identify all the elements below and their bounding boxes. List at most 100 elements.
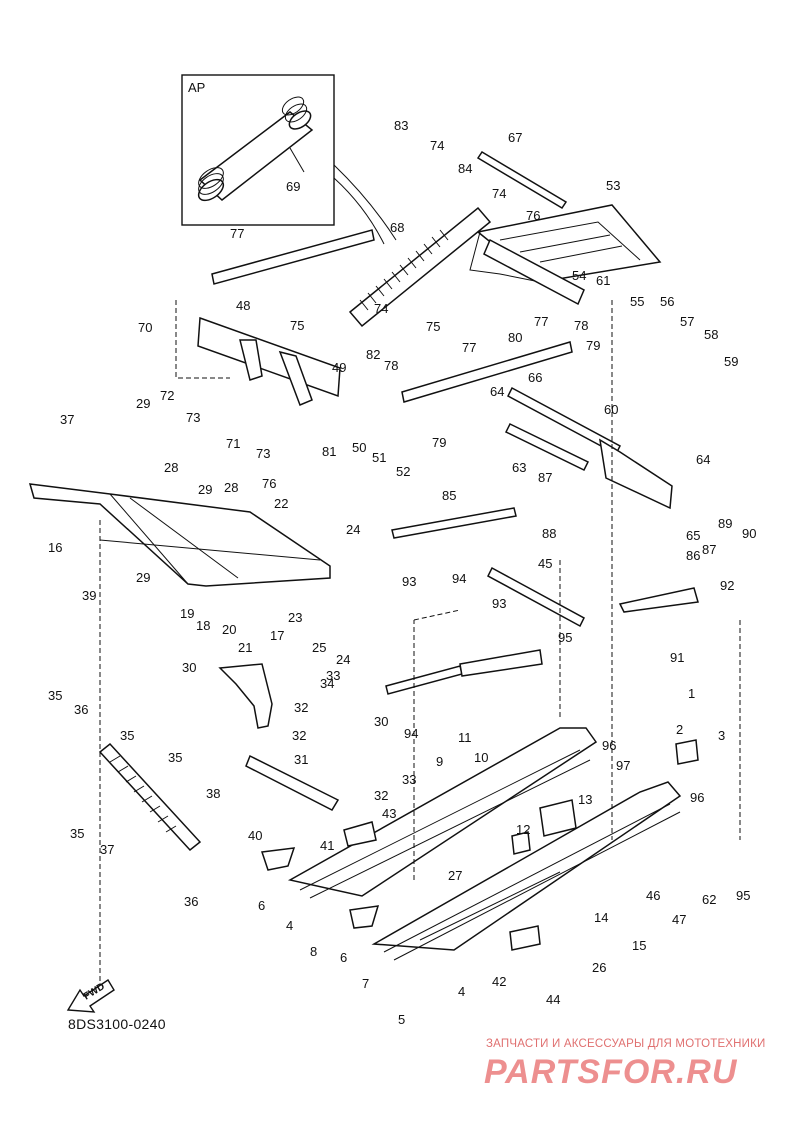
callout-80: 80 xyxy=(508,330,522,345)
callout-81: 81 xyxy=(322,444,336,459)
callout-50: 50 xyxy=(352,440,366,455)
watermark-tagline: ЗАПЧАСТИ И АКСЕССУАРЫ ДЛЯ МОТОТЕХНИКИ xyxy=(486,1038,766,1050)
callout-55: 55 xyxy=(630,294,644,309)
callout-45: 45 xyxy=(538,556,552,571)
callout-68: 68 xyxy=(390,220,404,235)
callout-4: 4 xyxy=(286,918,293,933)
callout-52: 52 xyxy=(396,464,410,479)
callout-85: 85 xyxy=(442,488,456,503)
callout-20: 20 xyxy=(222,622,236,637)
callout-94: 94 xyxy=(404,726,418,741)
callout-34: 34 xyxy=(320,676,334,691)
callout-36: 36 xyxy=(184,894,198,909)
callout-35: 35 xyxy=(70,826,84,841)
callout-77: 77 xyxy=(230,226,244,241)
callout-79: 79 xyxy=(432,435,446,450)
callout-14: 14 xyxy=(594,910,608,925)
bracket-48 xyxy=(197,316,341,406)
callout-54: 54 xyxy=(572,268,586,283)
callout-78: 78 xyxy=(574,318,588,333)
callout-5: 5 xyxy=(398,1012,405,1027)
callout-32: 32 xyxy=(374,788,388,803)
callout-76: 76 xyxy=(526,208,540,223)
callout-2: 2 xyxy=(676,722,683,737)
callout-65: 65 xyxy=(686,528,700,543)
callout-75: 75 xyxy=(290,318,304,333)
callout-53: 53 xyxy=(606,178,620,193)
callout-6: 6 xyxy=(340,950,347,965)
callout-73: 73 xyxy=(256,446,270,461)
callout-29: 29 xyxy=(136,396,150,411)
callout-8: 8 xyxy=(310,944,317,959)
callout-24: 24 xyxy=(346,522,360,537)
callout-37: 37 xyxy=(60,412,74,427)
callout-87: 87 xyxy=(702,542,716,557)
callout-72: 72 xyxy=(160,388,174,403)
callout-67: 67 xyxy=(508,130,522,145)
callout-29: 29 xyxy=(136,570,150,585)
callout-88: 88 xyxy=(542,526,556,541)
callout-35: 35 xyxy=(168,750,182,765)
callout-61: 61 xyxy=(596,273,610,288)
callout-96: 96 xyxy=(690,790,704,805)
callout-25: 25 xyxy=(312,640,326,655)
callout-97: 97 xyxy=(616,758,630,773)
callout-7: 7 xyxy=(362,976,369,991)
callout-19: 19 xyxy=(180,606,194,621)
callout-9: 9 xyxy=(436,754,443,769)
callout-51: 51 xyxy=(372,450,386,465)
callout-83: 83 xyxy=(394,118,408,133)
callout-17: 17 xyxy=(270,628,284,643)
callout-76: 76 xyxy=(262,476,276,491)
callout-22: 22 xyxy=(274,496,288,511)
callout-46: 46 xyxy=(646,888,660,903)
callout-42: 42 xyxy=(492,974,506,989)
callout-74: 74 xyxy=(430,138,444,153)
diagram-code: 8DS3100-0240 xyxy=(68,1016,166,1032)
callout-64: 64 xyxy=(696,452,710,467)
callout-11: 11 xyxy=(458,730,472,745)
callout-36: 36 xyxy=(74,702,88,717)
callout-30: 30 xyxy=(182,660,196,675)
callout-70: 70 xyxy=(138,320,152,335)
callout-21: 21 xyxy=(238,640,252,655)
callout-26: 26 xyxy=(592,960,606,975)
shock-absorber-68 xyxy=(348,206,492,328)
callout-94: 94 xyxy=(452,571,466,586)
callout-41: 41 xyxy=(320,838,334,853)
callout-18: 18 xyxy=(196,618,210,633)
callout-75: 75 xyxy=(426,319,440,334)
callout-4: 4 xyxy=(458,984,465,999)
inset-detail: AP xyxy=(181,74,335,226)
spring-sleeve-icon xyxy=(197,96,314,202)
callout-58: 58 xyxy=(704,327,718,342)
callout-43: 43 xyxy=(382,806,396,821)
callout-74: 74 xyxy=(492,186,506,201)
shock-absorber-34 xyxy=(98,742,202,852)
callout-1: 1 xyxy=(688,686,695,701)
callout-47: 47 xyxy=(672,912,686,927)
callout-59: 59 xyxy=(724,354,738,369)
front-arm-16 xyxy=(28,483,331,587)
callout-24: 24 xyxy=(336,652,350,667)
callout-33: 33 xyxy=(326,668,340,683)
callout-33: 33 xyxy=(402,772,416,787)
callout-74: 74 xyxy=(374,301,388,316)
callout-28: 28 xyxy=(224,480,238,495)
callout-73: 73 xyxy=(186,410,200,425)
callout-48: 48 xyxy=(236,298,250,313)
callout-93: 93 xyxy=(402,574,416,589)
callout-37: 37 xyxy=(100,842,114,857)
callout-79: 79 xyxy=(586,338,600,353)
callout-66: 66 xyxy=(528,370,542,385)
rear-arm-53 xyxy=(469,204,662,283)
callout-13: 13 xyxy=(578,792,592,807)
callout-69: 69 xyxy=(286,179,300,194)
callout-63: 63 xyxy=(512,460,526,475)
callout-77: 77 xyxy=(462,340,476,355)
callout-95: 95 xyxy=(558,630,572,645)
callout-62: 62 xyxy=(702,892,716,907)
ski-right-4 xyxy=(371,781,682,961)
callout-78: 78 xyxy=(384,358,398,373)
